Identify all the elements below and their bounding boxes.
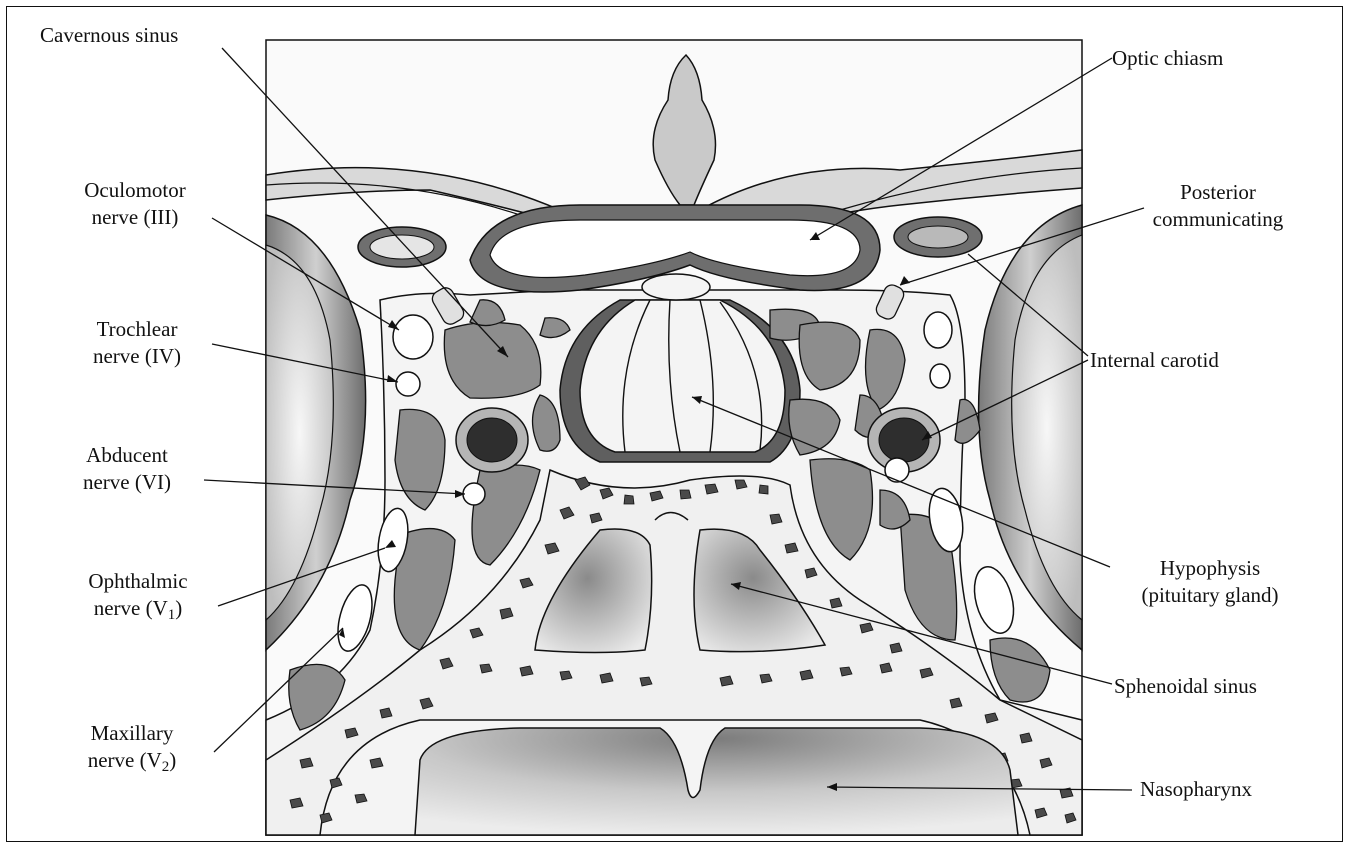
label-maxillary-line1: Maxillary xyxy=(52,720,212,747)
label-internal-carotid: Internal carotid xyxy=(1090,347,1219,374)
label-trochlear-nerve: Trochlear nerve (IV) xyxy=(62,316,212,370)
pituitary-gland xyxy=(580,300,785,452)
label-maxillary-text: nerve (V xyxy=(88,748,162,772)
label-ophthalmic-line1: Ophthalmic xyxy=(58,568,218,595)
label-oculomotor-nerve: Oculomotor nerve (III) xyxy=(55,177,215,231)
label-trochlear-line1: Trochlear xyxy=(62,316,212,343)
label-optic-chiasm: Optic chiasm xyxy=(1112,45,1223,72)
label-ophthalmic-paren: ) xyxy=(175,596,182,620)
label-maxillary-nerve: Maxillary nerve (V2) xyxy=(52,720,212,781)
pituitary-stalk xyxy=(642,274,710,300)
label-posterior-communicating: Posterior communicating xyxy=(1138,179,1298,233)
label-nasopharynx: Nasopharynx xyxy=(1140,776,1252,803)
left-upper-carotid-lumen xyxy=(370,235,434,259)
label-oculomotor-line1: Oculomotor xyxy=(55,177,215,204)
label-abducent-line1: Abducent xyxy=(52,442,202,469)
label-ophthalmic-nerve: Ophthalmic nerve (V1) xyxy=(58,568,218,629)
label-ophthalmic-text: nerve (V xyxy=(94,596,168,620)
label-posterior-line1: Posterior xyxy=(1138,179,1298,206)
label-oculomotor-line2: nerve (III) xyxy=(55,204,215,231)
label-sphenoidal-sinus: Sphenoidal sinus xyxy=(1114,673,1257,700)
label-abducent-line2: nerve (VI) xyxy=(52,469,202,496)
label-hypophysis-line1: Hypophysis xyxy=(1110,555,1310,582)
label-cavernous-sinus: Cavernous sinus xyxy=(40,22,178,49)
label-posterior-line2: communicating xyxy=(1138,206,1298,233)
left-carotid-lumen xyxy=(467,418,517,462)
label-hypophysis-line2: (pituitary gland) xyxy=(1110,582,1310,609)
nasopharynx-shape xyxy=(415,728,1018,835)
label-maxillary-paren: ) xyxy=(169,748,176,772)
label-maxillary-line2: nerve (V2) xyxy=(52,747,212,781)
label-hypophysis: Hypophysis (pituitary gland) xyxy=(1110,555,1310,609)
label-trochlear-line2: nerve (IV) xyxy=(62,343,212,370)
label-ophthalmic-line2: nerve (V1) xyxy=(58,595,218,629)
label-abducent-nerve: Abducent nerve (VI) xyxy=(52,442,202,496)
right-upper-carotid-lumen xyxy=(908,226,968,248)
right-carotid-lumen xyxy=(879,418,929,462)
